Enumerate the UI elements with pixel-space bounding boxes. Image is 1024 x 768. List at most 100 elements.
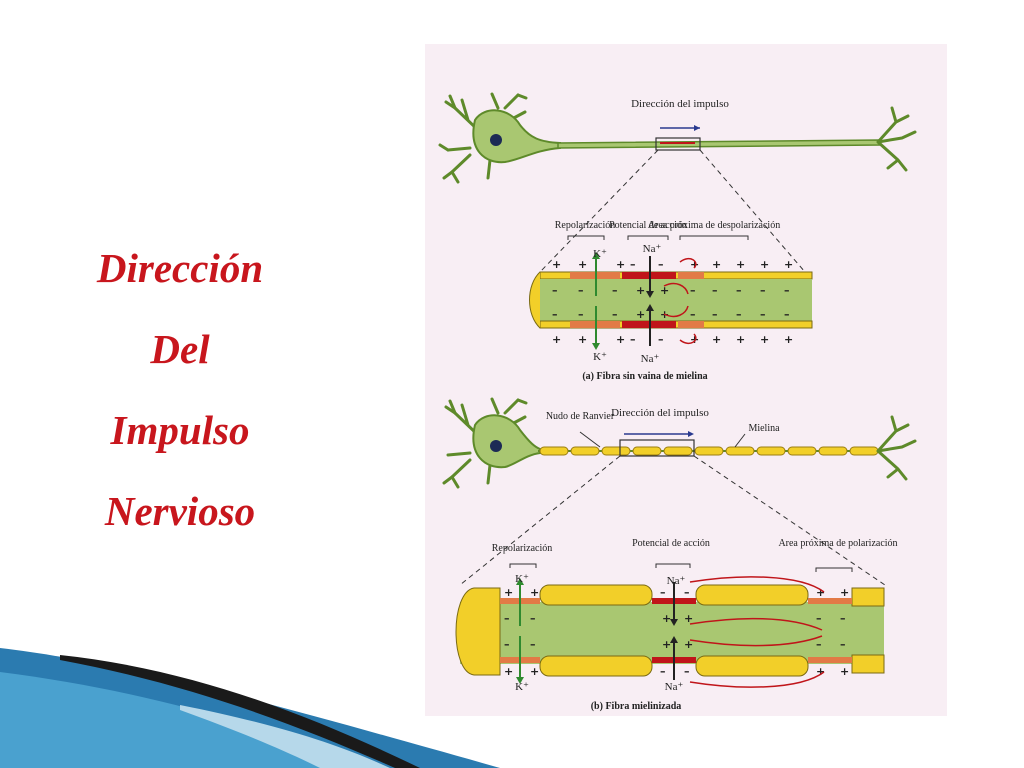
svg-text:–: – [816, 612, 822, 625]
svg-text:+: + [840, 586, 849, 599]
svg-text:+: + [504, 665, 513, 678]
svg-text:–: – [552, 308, 558, 321]
svg-text:+: + [616, 258, 625, 271]
svg-text:+: + [784, 258, 793, 271]
svg-text:+: + [662, 638, 671, 651]
svg-text:+: + [684, 638, 693, 651]
zoom-box-b [619, 439, 695, 457]
svg-text:+: + [760, 333, 769, 346]
title-line-2: Del [150, 326, 210, 372]
svg-text:–: – [660, 665, 666, 678]
svg-text:+: + [578, 333, 587, 346]
svg-text:+: + [616, 333, 625, 346]
svg-text:–: – [816, 638, 822, 651]
decorative-swoosh [0, 648, 500, 768]
svg-text:–: – [840, 638, 846, 651]
svg-text:+: + [712, 258, 721, 271]
svg-text:+: + [552, 258, 561, 271]
svg-text:+: + [552, 333, 561, 346]
neuron-icon [438, 92, 917, 184]
svg-text:–: – [612, 308, 618, 321]
myelin-label: Mielina [748, 423, 780, 434]
svg-text:+: + [690, 258, 699, 271]
svg-text:+: + [736, 333, 745, 346]
caption-a: (a) Fibra sin vaina de mielina [582, 371, 707, 382]
svg-text:+: + [690, 333, 699, 346]
svg-text:+: + [578, 258, 587, 271]
title-line-4: Nervioso [104, 488, 256, 534]
zoom-line-left-a [539, 149, 659, 273]
svg-text:+: + [816, 586, 825, 599]
panel-a: Dirección del impulso Repolarización Pot… [438, 92, 917, 382]
k-label-bottom-a: K⁺ [593, 351, 607, 363]
svg-text:+: + [530, 665, 539, 678]
depolarization-area-label-a: Area próxima de despolarización [648, 220, 780, 231]
svg-text:–: – [784, 308, 790, 321]
repolarization-label-b: Repolarización [492, 543, 553, 554]
svg-text:–: – [504, 612, 510, 625]
svg-text:+: + [530, 586, 539, 599]
svg-text:+: + [684, 612, 693, 625]
panel-b: Nudo de Ranvier Dirección del impulso Mi… [442, 397, 917, 712]
svg-text:–: – [630, 333, 636, 346]
charge-signs-b: ++––++ ––++–– ––++–– ++––++ [504, 586, 849, 678]
svg-text:–: – [530, 638, 536, 651]
svg-text:–: – [578, 308, 584, 321]
k-label-bottom-b: K⁺ [515, 681, 529, 693]
action-potential-label-a: Potencial de acción [609, 220, 687, 231]
svg-text:–: – [760, 308, 766, 321]
zoom-line-left-b [459, 455, 621, 586]
local-current-a [663, 282, 689, 295]
svg-text:–: – [690, 284, 696, 297]
svg-text:+: + [784, 333, 793, 346]
repolarization-label-a: Repolarización [555, 220, 616, 231]
svg-text:+: + [636, 284, 645, 297]
svg-text:–: – [504, 638, 510, 651]
title-line-1: Dirección [96, 245, 264, 291]
zoom-line-right-b [693, 455, 886, 586]
saltatory-current-b [689, 576, 825, 688]
svg-text:+: + [662, 612, 671, 625]
k-label-top-a: K⁺ [593, 248, 607, 260]
svg-text:–: – [784, 284, 790, 297]
myelinated-neuron-icon [442, 397, 917, 489]
title-line-3: Impulso [110, 407, 250, 453]
svg-text:–: – [578, 284, 584, 297]
unmyelinated-axon [529, 271, 813, 329]
svg-text:+: + [504, 586, 513, 599]
svg-text:–: – [712, 308, 718, 321]
svg-text:–: – [612, 284, 618, 297]
svg-text:–: – [736, 308, 742, 321]
caption-b: (b) Fibra mielinizada [591, 701, 682, 712]
action-potential-label-b: Potencial de acción [632, 538, 710, 549]
na-label-top-b: Na⁺ [667, 575, 686, 587]
svg-text:–: – [736, 284, 742, 297]
na-label-bottom-a: Na⁺ [641, 353, 660, 365]
svg-text:–: – [840, 612, 846, 625]
svg-text:–: – [690, 308, 696, 321]
svg-text:–: – [684, 586, 690, 599]
svg-text:–: – [530, 612, 536, 625]
svg-text:+: + [736, 258, 745, 271]
k-label-top-b: K⁺ [515, 573, 529, 585]
slide-title: Dirección Del Impulso Nervioso [60, 228, 300, 552]
polarization-area-label-b: Area próxima de polarización [778, 538, 897, 549]
svg-text:–: – [630, 258, 636, 271]
svg-text:+: + [712, 333, 721, 346]
svg-text:–: – [760, 284, 766, 297]
svg-text:+: + [816, 665, 825, 678]
myelinated-axon [455, 584, 885, 677]
direction-label-b: Dirección del impulso [611, 407, 709, 419]
svg-text:–: – [552, 284, 558, 297]
direction-label-a: Dirección del impulso [631, 98, 729, 110]
svg-text:+: + [660, 284, 669, 297]
svg-text:–: – [658, 258, 664, 271]
svg-text:–: – [660, 586, 666, 599]
svg-text:–: – [712, 284, 718, 297]
node-label: Nudo de Ranvier [546, 411, 615, 422]
svg-text:+: + [636, 308, 645, 321]
na-label-bottom-b: Na⁺ [665, 681, 684, 693]
zoom-box-a [655, 137, 701, 151]
svg-text:–: – [658, 333, 664, 346]
